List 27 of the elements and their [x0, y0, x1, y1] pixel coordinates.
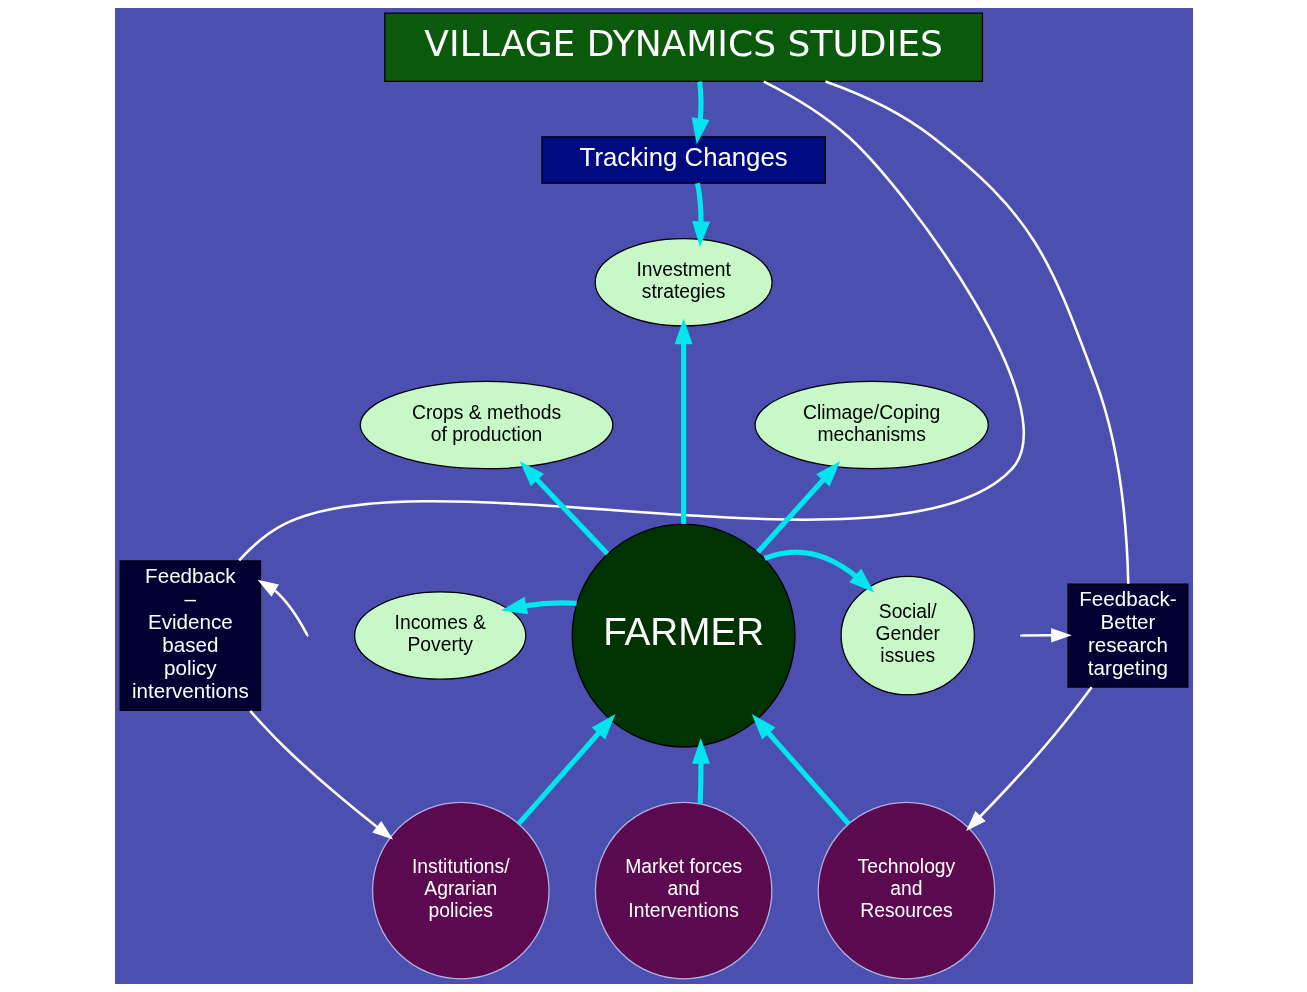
arrow	[257, 579, 308, 636]
connector	[824, 80, 1130, 584]
node-box: Tracking Changes	[540, 136, 826, 184]
arrow	[248, 710, 393, 840]
arrow	[1021, 628, 1072, 643]
arrow	[691, 737, 710, 804]
node-ellipse: Social/ Gender issues	[839, 575, 975, 696]
arrow	[755, 461, 840, 554]
arrow	[500, 596, 577, 615]
node-ellipse: Climage/Coping mechanisms	[753, 380, 989, 470]
arrow	[519, 461, 609, 556]
node-box: Feedback – Evidence based policy interventions	[119, 560, 261, 711]
node-circle: FARMER	[571, 523, 796, 748]
node-box: Feedback- Better research targeting	[1066, 583, 1188, 688]
node-ellipse: Investment strategies	[594, 238, 773, 327]
arrow	[691, 182, 710, 248]
node-ellipse: Crops & methods of production	[359, 380, 614, 470]
arrow	[516, 714, 615, 826]
connector	[237, 80, 1025, 562]
node-box: VILLAGE DYNAMICS STUDIES	[383, 12, 983, 83]
arrow	[965, 686, 1093, 831]
node-circle: Technology and Resources	[817, 801, 995, 980]
arrow	[751, 714, 851, 826]
arrow	[674, 318, 693, 525]
arrow	[763, 549, 874, 593]
node-circle: Market forces and Interventions	[594, 801, 772, 980]
arrow	[691, 81, 709, 145]
